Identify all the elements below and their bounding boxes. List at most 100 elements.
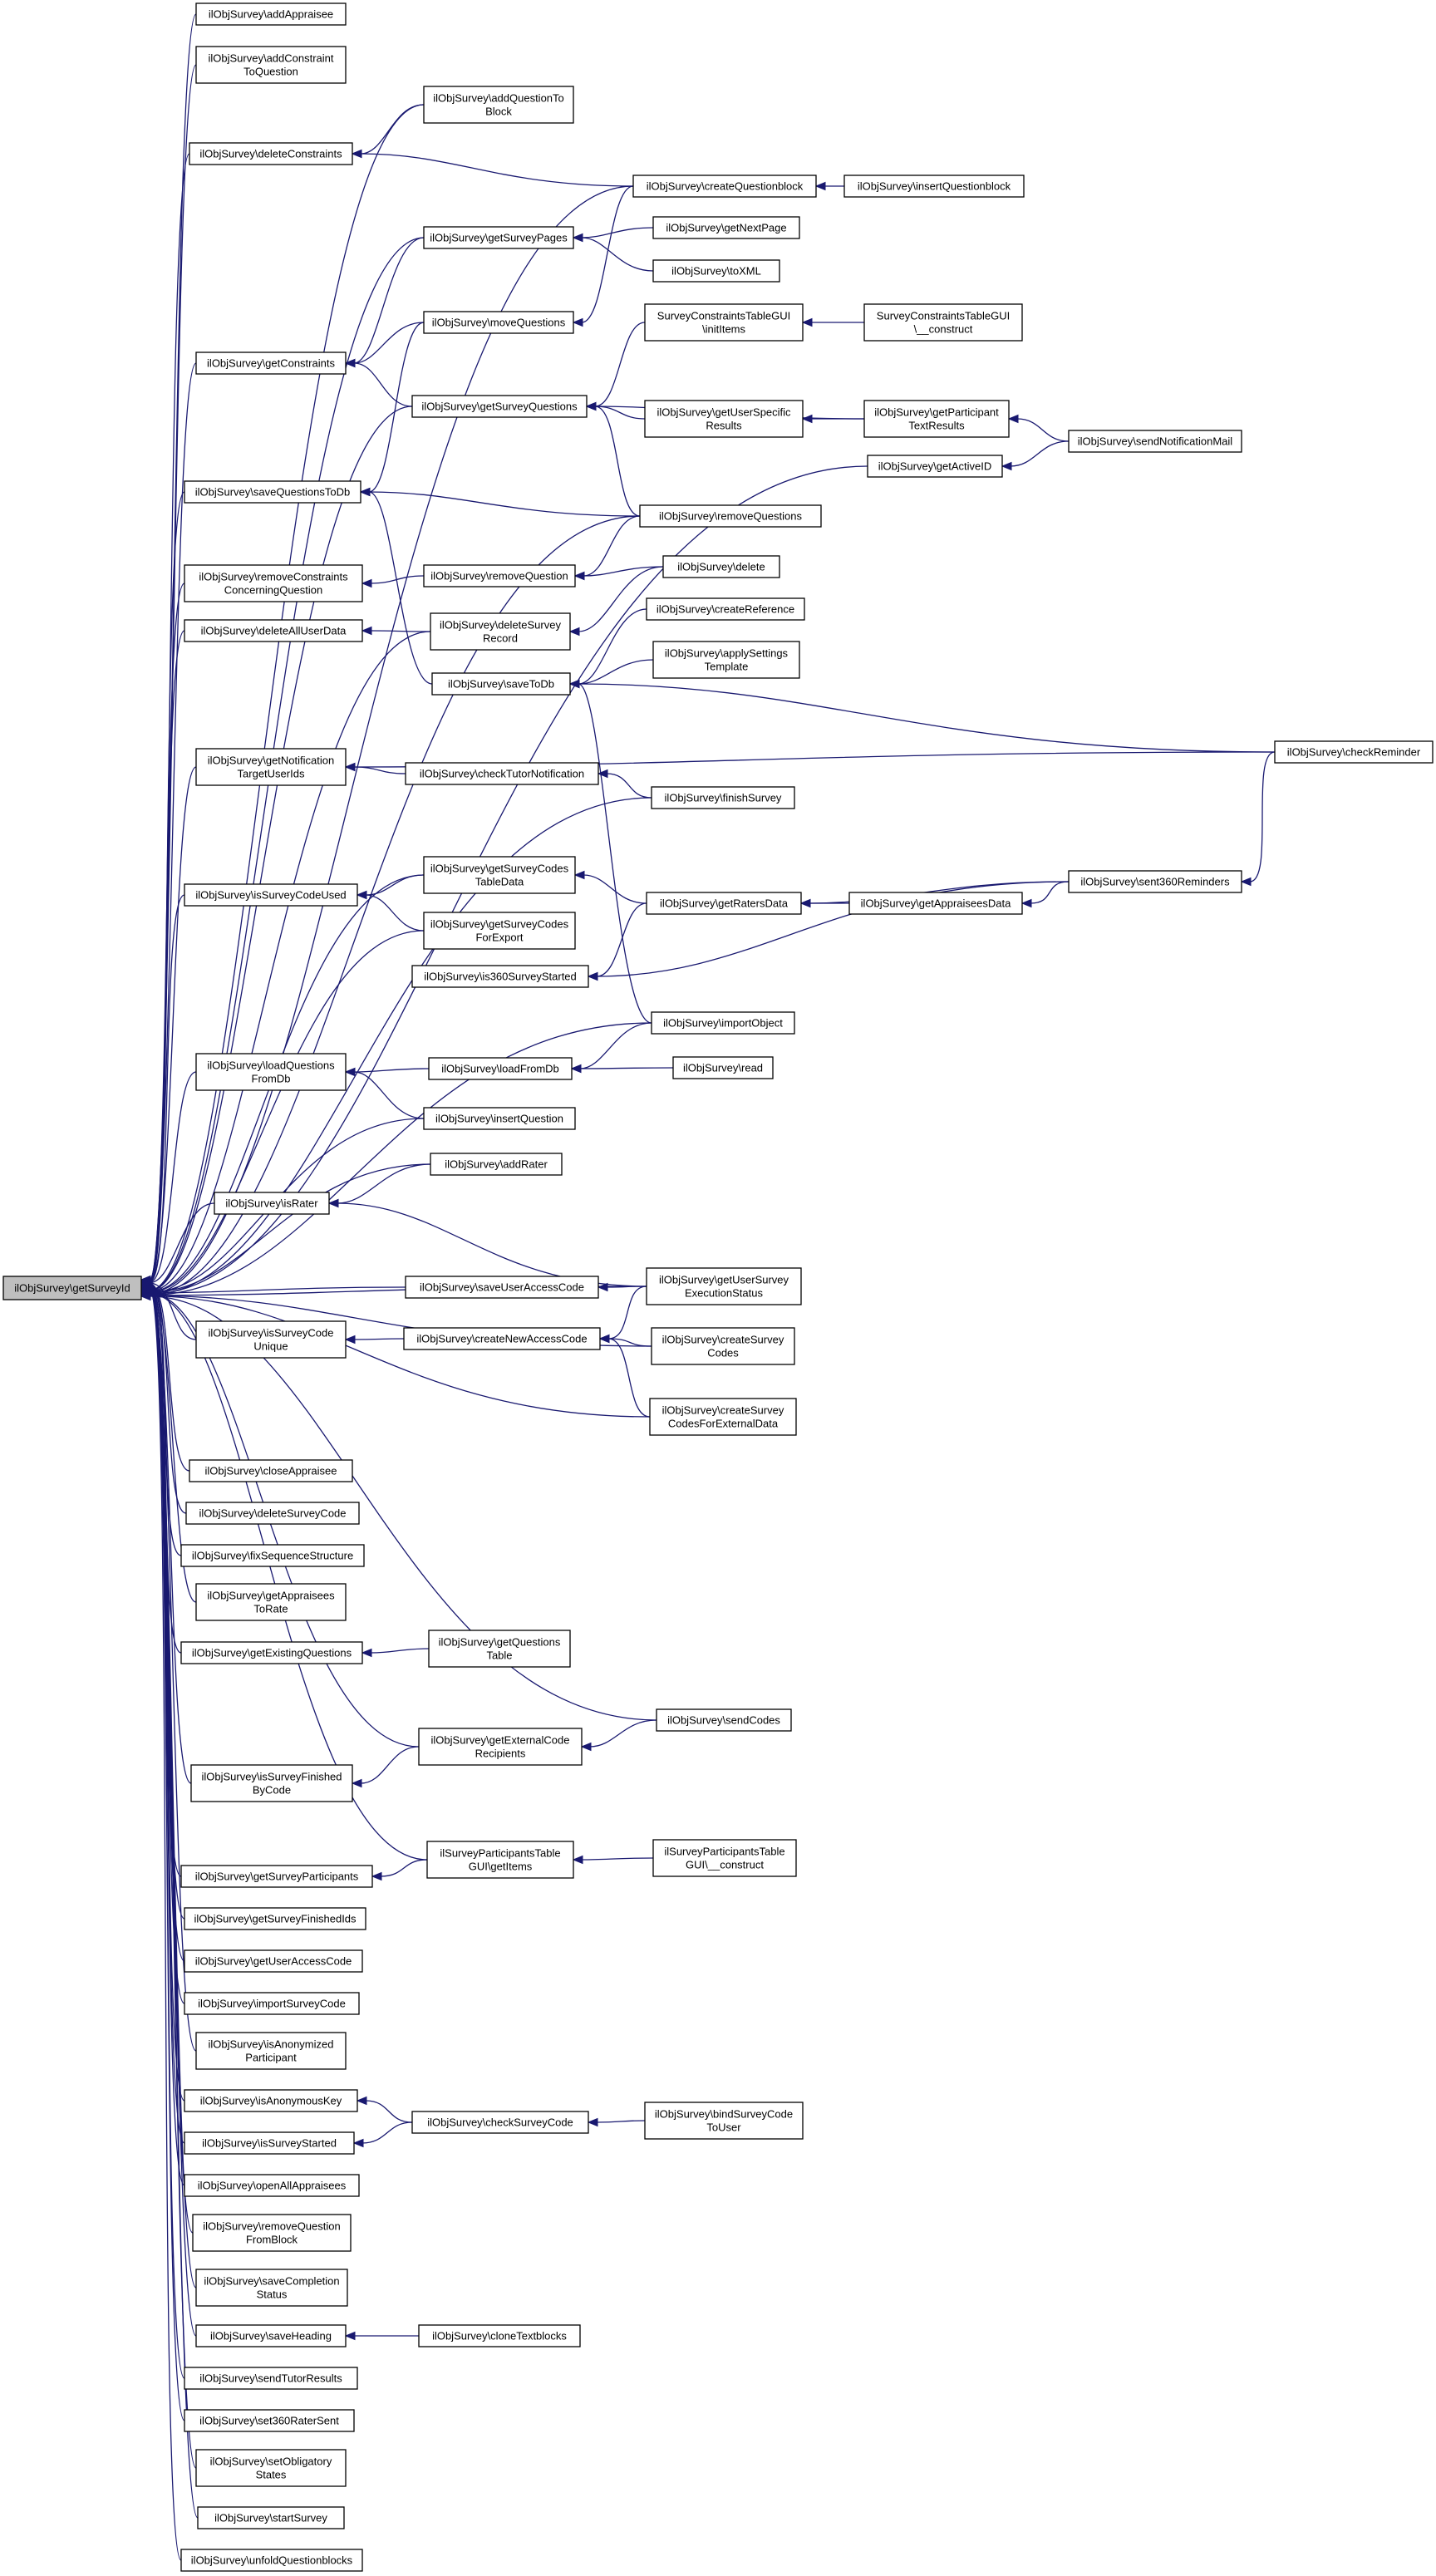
node-insertQuestion[interactable]: ilObjSurvey\insertQuestion	[423, 1107, 576, 1130]
node-createQuestionblock[interactable]: ilObjSurvey\createQuestionblock	[632, 175, 817, 198]
node-label: ilObjSurvey\applySettings	[665, 647, 789, 660]
node-closeAppraisee[interactable]: ilObjSurvey\closeAppraisee	[189, 1459, 353, 1482]
node-getNextPage[interactable]: ilObjSurvey\getNextPage	[652, 216, 800, 239]
node-set360RaterSent[interactable]: ilObjSurvey\set360RaterSent	[184, 2409, 355, 2432]
node-addAppraisee[interactable]: ilObjSurvey\addAppraisee	[195, 2, 347, 26]
node-deleteSurveyCode[interactable]: ilObjSurvey\deleteSurveyCode	[185, 1502, 360, 1525]
node-getSurveyParticipants[interactable]: ilObjSurvey\getSurveyParticipants	[180, 1865, 373, 1888]
edge-sent360Reminders-to-is360SurveyStarted	[596, 881, 1070, 977]
node-isAnonymousKey[interactable]: ilObjSurvey\isAnonymousKey	[184, 2089, 358, 2112]
node-box	[418, 1728, 583, 1766]
node-label: \__construct	[914, 323, 973, 336]
node-isSurveyStarted[interactable]: ilObjSurvey\isSurveyStarted	[184, 2131, 355, 2155]
arrowhead	[344, 1067, 356, 1077]
node-saveUserAccessCode[interactable]: ilObjSurvey\saveUserAccessCode	[405, 1276, 599, 1299]
node-getConstraints[interactable]: ilObjSurvey\getConstraints	[195, 351, 347, 375]
node-checkReminder[interactable]: ilObjSurvey\checkReminder	[1274, 740, 1434, 764]
node-label: ilObjSurvey\moveQuestions	[432, 317, 566, 329]
node-SurveyConstraintsTableGUIinitItems[interactable]: SurveyConstraintsTableGUI\initItems	[644, 303, 804, 342]
edge-getUserSurveyExecutionStatus-to-isRater	[337, 1202, 647, 1287]
node-saveQuestionsToDb[interactable]: ilObjSurvey\saveQuestionsToDb	[184, 480, 361, 504]
node-box	[195, 351, 347, 375]
node-removeQuestion[interactable]: ilObjSurvey\removeQuestion	[423, 564, 576, 587]
node-deleteAllUserData[interactable]: ilObjSurvey\deleteAllUserData	[184, 619, 363, 642]
node-insertQuestionblock[interactable]: ilObjSurvey\insertQuestionblock	[843, 175, 1025, 198]
node-delete[interactable]: ilObjSurvey\delete	[662, 555, 780, 578]
node-getSurveyPages[interactable]: ilObjSurvey\getSurveyPages	[423, 226, 574, 249]
node-getSurveyQuestions[interactable]: ilObjSurvey\getSurveyQuestions	[411, 395, 588, 418]
node-startSurvey[interactable]: ilObjSurvey\startSurvey	[197, 2506, 345, 2529]
node-cloneTextblocks[interactable]: ilObjSurvey\cloneTextblocks	[418, 2324, 581, 2347]
node-removeQuestions[interactable]: ilObjSurvey\removeQuestions	[639, 504, 822, 528]
node-unfoldQuestionblocks[interactable]: ilObjSurvey\unfoldQuestionblocks	[180, 2549, 363, 2572]
node-box	[403, 1327, 601, 1350]
node-getSurveyId[interactable]: ilObjSurvey\getSurveyId	[2, 1276, 142, 1300]
arrowhead	[568, 627, 580, 637]
node-box	[184, 2409, 355, 2432]
node-checkSurveyCode[interactable]: ilObjSurvey\checkSurveyCode	[411, 2111, 589, 2134]
node-saveHeading[interactable]: ilObjSurvey\saveHeading	[195, 2324, 347, 2347]
node-is360SurveyStarted[interactable]: ilObjSurvey\is360SurveyStarted	[411, 965, 589, 988]
node-finishSurvey[interactable]: ilObjSurvey\finishSurvey	[651, 786, 795, 809]
node-deleteConstraints[interactable]: ilObjSurvey\deleteConstraints	[189, 142, 353, 165]
node-importSurveyCode[interactable]: ilObjSurvey\importSurveyCode	[184, 1992, 360, 2015]
edge-createReference-to-saveToDb	[578, 608, 647, 685]
node-getExistingQuestions[interactable]: ilObjSurvey\getExistingQuestions	[180, 1641, 363, 1664]
node-label: ilSurveyParticipantsTable	[664, 1846, 784, 1858]
node-sendTutorResults[interactable]: ilObjSurvey\sendTutorResults	[184, 2367, 358, 2390]
node-sendNotificationMail[interactable]: ilObjSurvey\sendNotificationMail	[1068, 430, 1242, 453]
node-importObject[interactable]: ilObjSurvey\importObject	[651, 1011, 795, 1035]
node-loadFromDb[interactable]: ilObjSurvey\loadFromDb	[428, 1057, 573, 1080]
node-SurveyConstraintsTableGUIconstruct[interactable]: SurveyConstraintsTableGUI\__construct	[863, 303, 1023, 342]
node-removeConstraintsConcerningQuestion[interactable]: ilObjSurvey\removeConstraintsConcerningQ…	[184, 564, 363, 602]
node-addRater[interactable]: ilObjSurvey\addRater	[430, 1153, 563, 1176]
node-getSurveyFinishedIds[interactable]: ilObjSurvey\getSurveyFinishedIds	[184, 1907, 366, 1930]
node-box	[184, 564, 363, 602]
node-moveQuestions[interactable]: ilObjSurvey\moveQuestions	[423, 311, 574, 334]
node-getActiveID[interactable]: ilObjSurvey\getActiveID	[867, 455, 1003, 478]
node-getRatersData[interactable]: ilObjSurvey\getRatersData	[646, 892, 802, 915]
node-label: ilObjSurvey\is360SurveyStarted	[424, 971, 577, 983]
node-toXML[interactable]: ilObjSurvey\toXML	[652, 259, 780, 283]
node-sendCodes[interactable]: ilObjSurvey\sendCodes	[656, 1708, 792, 1732]
node-box	[644, 400, 804, 438]
node-checkTutorNotification[interactable]: ilObjSurvey\checkTutorNotification	[405, 762, 599, 785]
node-getAppraiseesData[interactable]: ilObjSurvey\getAppraiseesData	[848, 892, 1023, 915]
node-createNewAccessCode[interactable]: ilObjSurvey\createNewAccessCode	[403, 1327, 601, 1350]
node-isSurveyCodeUsed[interactable]: ilObjSurvey\isSurveyCodeUsed	[184, 883, 358, 907]
node-createReference[interactable]: ilObjSurvey\createReference	[646, 597, 805, 621]
node-read[interactable]: ilObjSurvey\read	[672, 1056, 774, 1079]
node-saveToDb[interactable]: ilObjSurvey\saveToDb	[431, 672, 571, 696]
node-openAllAppraisees[interactable]: ilObjSurvey\openAllAppraisees	[184, 2174, 360, 2197]
node-fixSequenceStructure[interactable]: ilObjSurvey\fixSequenceStructure	[180, 1544, 365, 1567]
node-createSurveyCodesForExternalData[interactable]: ilObjSurvey\createSurveyCodesForExternal…	[649, 1398, 797, 1436]
node-sent360Reminders[interactable]: ilObjSurvey\sent360Reminders	[1068, 870, 1242, 893]
node-isRater[interactable]: ilObjSurvey\isRater	[214, 1192, 330, 1215]
arrowhead	[359, 487, 371, 497]
node-getUserAccessCode[interactable]: ilObjSurvey\getUserAccessCode	[184, 1949, 363, 1973]
